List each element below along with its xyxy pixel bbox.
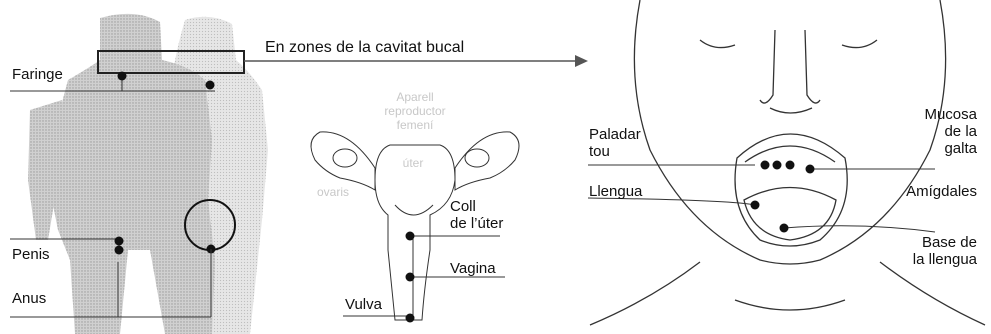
vagina-dot xyxy=(406,273,415,282)
arrow-label: En zones de la cavitat bucal xyxy=(265,39,464,56)
vulva-dot xyxy=(406,314,415,323)
label-mucosa-galta: Mucosa de la galta xyxy=(924,106,977,157)
label-amigdales: Amígdales xyxy=(906,183,977,200)
penis-dot xyxy=(115,237,124,246)
llengua-dot xyxy=(751,201,760,210)
label-anus: Anus xyxy=(12,290,46,307)
label-paladar-tou: Paladar tou xyxy=(589,126,641,160)
paladar-dot-3 xyxy=(786,161,795,170)
coll-uter-dot xyxy=(406,232,415,241)
paladar-dot-1 xyxy=(761,161,770,170)
anus-dot-front xyxy=(115,246,124,255)
label-faringe: Faringe xyxy=(12,66,63,83)
human-silhouettes xyxy=(28,14,268,334)
mucosa-dot xyxy=(806,165,815,174)
arrow-to-mouth xyxy=(244,55,588,67)
faringe-dot-back xyxy=(206,81,215,90)
label-ovaris: ovaris xyxy=(317,185,349,199)
label-penis: Penis xyxy=(12,246,50,263)
faringe-dot-front xyxy=(118,72,127,81)
base-llengua-dot xyxy=(780,224,789,233)
label-llengua: Llengua xyxy=(589,183,642,200)
label-uter: úter xyxy=(396,156,430,170)
paladar-dot-2 xyxy=(773,161,782,170)
label-vulva: Vulva xyxy=(345,296,382,313)
label-female-title: Aparell reproductor femení xyxy=(375,90,455,132)
label-base-llengua: Base de la llengua xyxy=(913,234,977,268)
label-coll-uter: Coll de l’úter xyxy=(450,198,503,232)
label-vagina: Vagina xyxy=(450,260,496,277)
